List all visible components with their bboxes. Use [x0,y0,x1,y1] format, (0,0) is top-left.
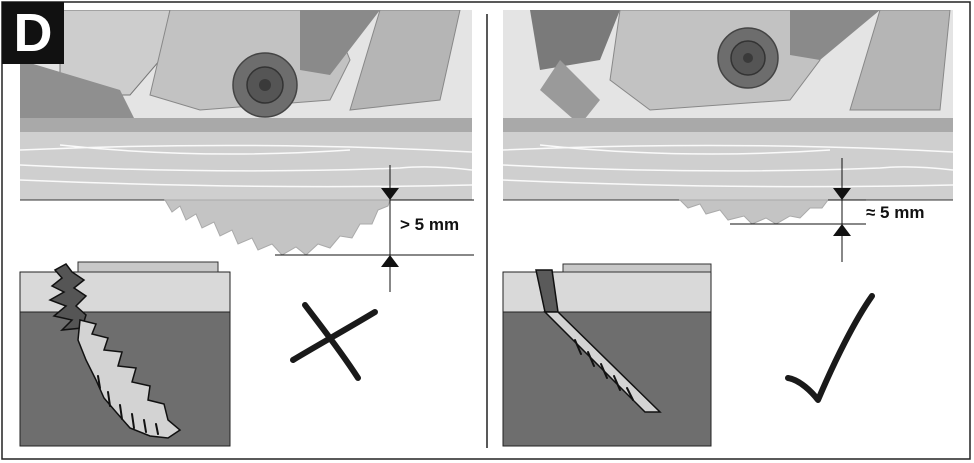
figure-label: D [2,2,64,64]
down-arrow [833,188,851,200]
measurement-label-left: > 5 mm [400,215,460,234]
left-panel [19,10,474,447]
workpiece-board [20,132,472,200]
cross-section-correct [502,263,712,447]
incorrect-mark-icon [290,302,378,381]
up-arrow [833,224,851,236]
blade-cross-section [77,319,182,439]
right-panel [502,10,953,447]
saw-blade-protrusion [164,199,391,256]
up-arrow [381,255,399,267]
measurement-label-right: ≈ 5 mm [866,203,925,222]
saw-blade-protrusion [678,199,829,225]
workpiece-board [503,132,953,200]
down-arrow [381,188,399,200]
saw-base-plate [20,118,472,132]
cross-section-wrong [19,261,231,447]
correct-mark-icon [785,293,875,403]
blade-cross-section [543,311,662,413]
saw-base-plate [503,118,953,132]
